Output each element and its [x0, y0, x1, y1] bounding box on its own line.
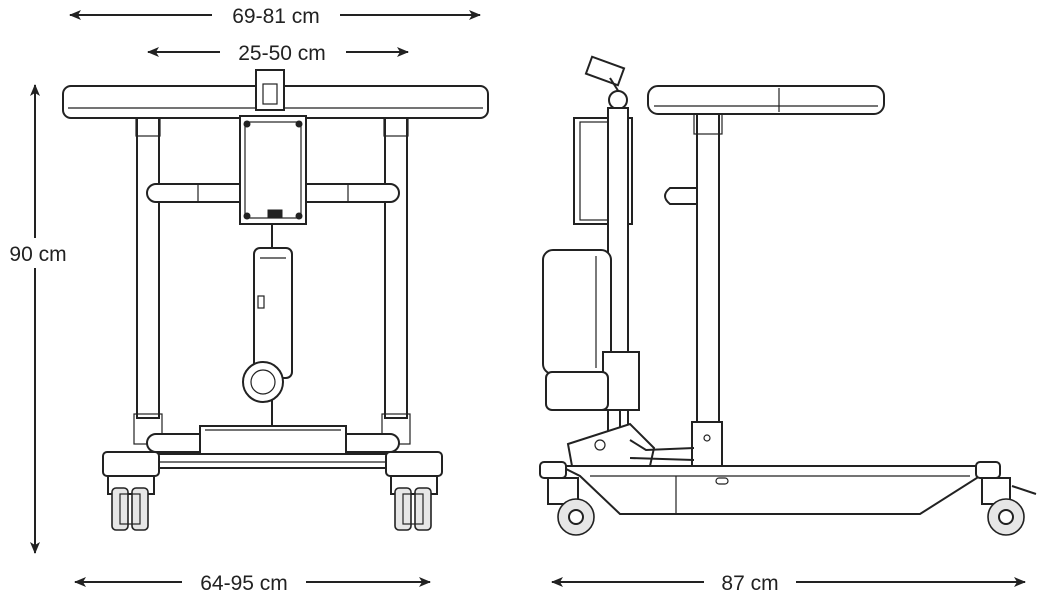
dimension-inner-width: 25-50 cm: [147, 39, 409, 65]
top-width-label: 69-81 cm: [232, 5, 320, 28]
side-view-drawing: [539, 55, 1037, 536]
length-label: 87 cm: [721, 572, 778, 595]
dimension-height: 90 cm: [0, 84, 80, 554]
base-width-label: 64-95 cm: [200, 572, 288, 595]
dimension-base-width: 64-95 cm: [74, 569, 431, 597]
front-view-drawing: [62, 69, 489, 531]
height-label: 90 cm: [9, 243, 66, 266]
dimension-top-width: 69-81 cm: [69, 2, 481, 28]
dimension-length: 87 cm: [551, 569, 1026, 597]
inner-width-label: 25-50 cm: [238, 42, 326, 65]
